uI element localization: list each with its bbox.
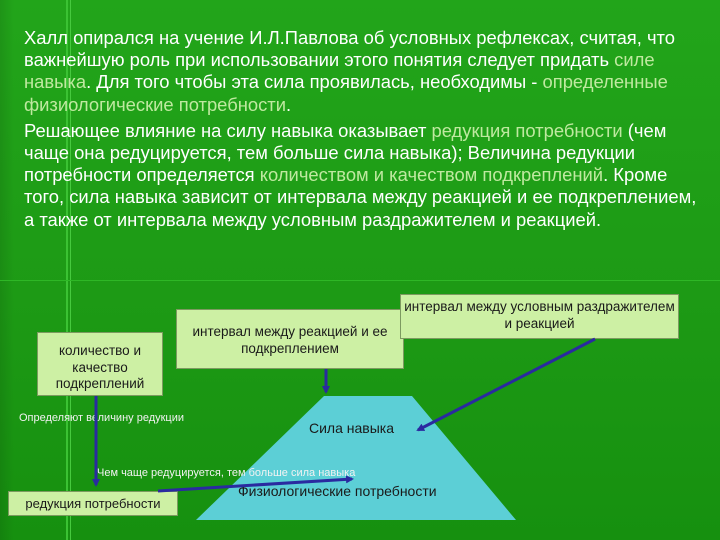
text-fragment: (чем чаще она редуцируется, тем больше с… xyxy=(24,119,667,186)
stimulus-interval-box: интервал между условным раздражителем и … xyxy=(400,294,679,339)
text-fragment: Халл опирался на учение И.Л.Павлова об у… xyxy=(24,27,675,71)
decorative-line xyxy=(66,0,68,540)
trapezoid-shape xyxy=(196,396,516,520)
text-fragment: . Кроме того, сила навыка зависит от инт… xyxy=(24,164,697,230)
skill-strength-label: Сила навыка xyxy=(309,420,395,436)
reaction-interval-box: интервал между реакцией и ее подкреплени… xyxy=(176,309,404,369)
highlight-term: количеством и качеством подкреплений xyxy=(259,164,604,186)
highlight-term: определенные физиологические потребности xyxy=(24,71,668,115)
arrow-reduction-to-skill xyxy=(157,475,354,493)
highlight-term: силе навыка xyxy=(24,49,655,93)
text-fragment: Решающее влияние на силу навыка оказывае… xyxy=(24,119,432,141)
decorative-line xyxy=(70,0,71,540)
oftener-reduction-label: Чем чаще редуцируется, тем больше сила н… xyxy=(97,467,356,479)
decorative-line xyxy=(0,280,720,281)
arrow-stimulus-to-skill xyxy=(416,337,596,432)
need-reduction-box: редукция потребности xyxy=(8,491,178,516)
define-reduction-label: Определяют величину редукции xyxy=(19,412,185,424)
paragraph-1: Халл опирался на учение И.Л.Павлова об у… xyxy=(24,27,704,116)
text-fragment: . xyxy=(286,93,292,115)
reinforcement-quantity-box: количество и качество подкреплений xyxy=(37,332,163,396)
physiological-needs-label: Физиологические потребности xyxy=(238,483,437,499)
paragraph-2: Решающее влияние на силу навыка оказывае… xyxy=(24,120,704,231)
slide-text: Халл опирался на учение И.Л.Павлова об у… xyxy=(24,27,704,235)
highlight-term: редукция потребности xyxy=(431,119,623,141)
text-fragment: . Для того чтобы эта сила проявилась, не… xyxy=(86,71,543,93)
